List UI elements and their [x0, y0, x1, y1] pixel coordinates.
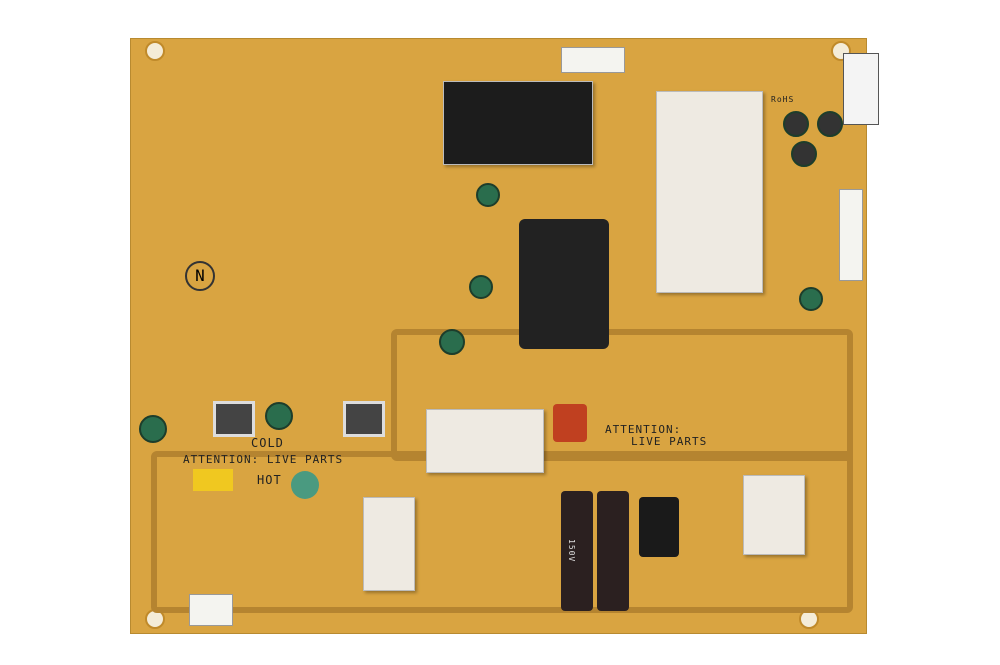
connector	[561, 47, 625, 73]
varistor	[291, 471, 319, 499]
heatsink	[743, 475, 805, 555]
cold-label: COLD	[251, 436, 284, 450]
capacitor	[791, 141, 817, 167]
capacitor	[799, 287, 823, 311]
ic-heatsink-black	[443, 81, 593, 165]
transistor	[213, 401, 255, 437]
capacitor	[265, 402, 293, 430]
warning-left: ATTENTION: LIVE PARTS	[183, 453, 344, 466]
connector	[839, 189, 863, 281]
n-mark: N	[185, 261, 215, 291]
isolation-trace	[391, 329, 853, 461]
capacitor-rating: 150V	[567, 539, 576, 563]
rohs-label: RoHS	[771, 95, 795, 104]
pcb-board: N COLD ATTENTION: LIVE PARTS HOT ATTENTI…	[130, 38, 879, 634]
film-capacitor	[553, 404, 587, 442]
warning-right-1: ATTENTION:	[605, 423, 682, 436]
capacitor	[476, 183, 500, 207]
capacitor	[439, 329, 465, 355]
capacitor	[783, 111, 809, 137]
heatsink	[363, 497, 415, 591]
capacitor	[139, 415, 167, 443]
heatsink	[426, 409, 544, 473]
mount-hole	[145, 41, 165, 61]
inductor	[639, 497, 679, 557]
transistor	[343, 401, 385, 437]
transformer	[519, 219, 609, 349]
barcode-label	[843, 53, 879, 125]
bulk-capacitor	[597, 491, 629, 611]
heatsink	[656, 91, 763, 293]
hot-label: HOT	[257, 473, 282, 487]
x-capacitor	[193, 469, 233, 491]
warning-right-2: LIVE PARTS	[631, 435, 708, 448]
capacitor	[817, 111, 843, 137]
connector	[189, 594, 233, 626]
bulk-capacitor	[561, 491, 593, 611]
capacitor	[469, 275, 493, 299]
